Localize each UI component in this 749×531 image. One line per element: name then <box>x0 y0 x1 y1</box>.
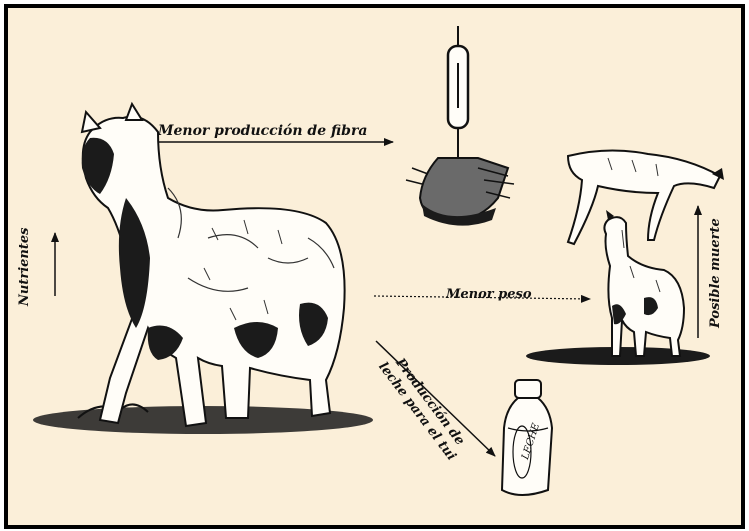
illustration-frame: Menor producción de fibra Menor peso Nut… <box>4 4 745 529</box>
young-alpaca-drawing <box>526 210 710 365</box>
fiber-production-label: Menor producción de fibra <box>158 124 367 138</box>
possible-death-label: Posible muerte <box>709 218 722 328</box>
weight-label: Menor peso <box>446 288 532 301</box>
adult-alpaca-drawing <box>33 104 373 434</box>
illustration-canvas <box>8 8 741 525</box>
dead-alpaca-drawing <box>568 150 724 244</box>
fiber-scale-drawing <box>406 26 514 226</box>
nutrients-label: Nutrientes <box>18 228 31 306</box>
